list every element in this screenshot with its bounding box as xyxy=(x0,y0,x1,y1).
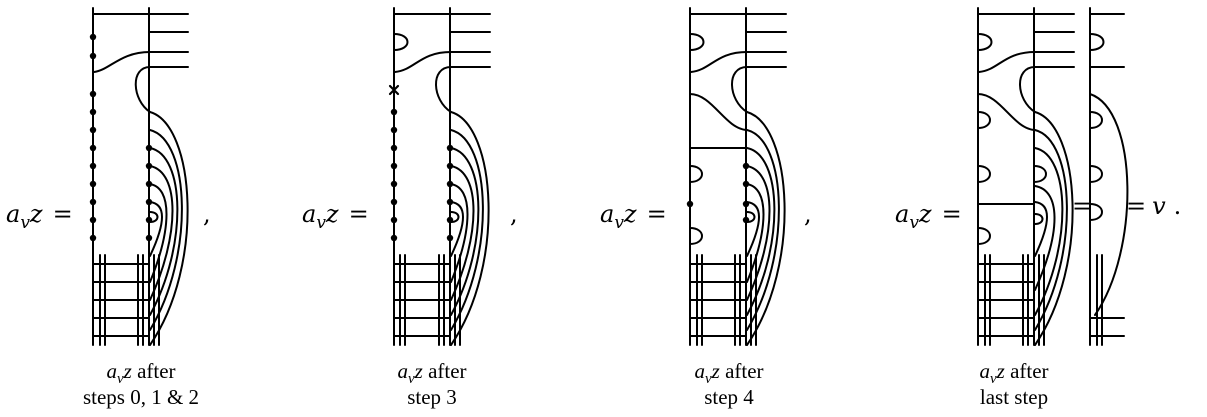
equation-1-comma: , xyxy=(203,200,211,228)
diagram-panel-4: avz= = =v. xyxy=(895,7,1181,346)
panel-2-cross-mark xyxy=(388,84,400,96)
caption-4: avz after last step xyxy=(979,359,1048,409)
panel-4-nested-arcs xyxy=(1034,111,1074,346)
panel-3-left-dot xyxy=(686,200,694,208)
panel-2-frame xyxy=(393,7,491,346)
panel-3-right-dots xyxy=(742,162,750,224)
panel-3-nested-arcs xyxy=(746,111,786,346)
caption-3-line1: avz after xyxy=(694,359,763,387)
panel-1-top-strands xyxy=(93,31,189,113)
equation-4-end: =v. xyxy=(1126,192,1181,220)
panel-1-left-dots xyxy=(89,33,97,242)
panel-1-right-dots xyxy=(145,144,153,242)
equation-2: avz= xyxy=(302,200,369,233)
diagram-panel-2: avz= , xyxy=(302,7,518,346)
panel-3-frame xyxy=(689,7,787,346)
panel-4-frame xyxy=(977,7,1075,346)
panel-4-reduced-ladder xyxy=(1096,254,1103,346)
panel-3-ladder xyxy=(689,254,757,346)
caption-2: avz after step 3 xyxy=(397,359,466,409)
panel-4-left-caps xyxy=(977,111,1047,245)
caption-1-line2: steps 0, 1 & 2 xyxy=(83,385,199,409)
caption-2-line2: step 3 xyxy=(407,385,457,409)
panel-1-nested-arcs xyxy=(149,111,189,346)
panel-4-top-strands xyxy=(977,31,1075,131)
panel-1-ladder xyxy=(92,254,160,346)
caption-3: avz after step 4 xyxy=(694,359,763,409)
caption-1-line1: avz after xyxy=(106,359,175,387)
panel-2-right-dots xyxy=(446,144,454,242)
panel-3-top-strands xyxy=(689,31,787,131)
panel-2-left-dots xyxy=(390,108,398,242)
equation-4: avz= xyxy=(895,200,962,233)
diagram-panel-1: avz= , xyxy=(6,7,211,346)
diagram-panel-3: avz= , xyxy=(600,7,812,346)
panel-3-left-caps xyxy=(689,165,703,245)
equation-3-comma: , xyxy=(804,200,812,228)
panel-4-reduced-caps xyxy=(1089,33,1129,316)
equation-3: avz= xyxy=(600,200,667,233)
caption-3-line2: step 4 xyxy=(704,385,754,409)
caption-1: avz after steps 0, 1 & 2 xyxy=(83,359,199,409)
panel-4-reduced-frame xyxy=(1089,7,1125,346)
caption-4-line2: last step xyxy=(980,385,1048,409)
equation-1: avz= xyxy=(6,200,73,233)
equation-4-mid-equals: = xyxy=(1072,192,1092,220)
caption-2-line1: avz after xyxy=(397,359,466,387)
panel-2-top-strands xyxy=(393,31,491,113)
panel-1-frame xyxy=(92,7,189,346)
panel-4-ladder xyxy=(977,254,1045,346)
panel-2-ladder xyxy=(393,254,461,346)
equation-2-comma: , xyxy=(510,200,518,228)
caption-4-line1: avz after xyxy=(979,359,1048,387)
panel-2-nested-arcs xyxy=(450,111,490,346)
